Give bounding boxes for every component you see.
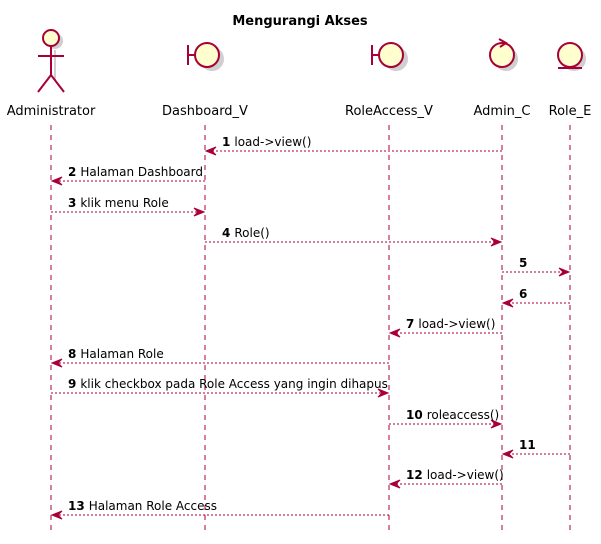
message-text: 10 roleaccess()	[406, 408, 499, 422]
message-text: 4 Role()	[222, 226, 270, 240]
participant-ent: Role_E	[549, 42, 592, 119]
messages: 1 load->view() 2 Halaman Dashboard 3 klik men…	[50, 135, 571, 520]
message-number: 4	[222, 226, 230, 240]
message-label: load->view()	[418, 317, 495, 331]
message-5: 5	[502, 256, 571, 277]
arrowhead-icon	[501, 298, 514, 308]
message-text: 9 klik checkbox pada Role Access yang ing…	[68, 377, 388, 391]
diagram-title: Mengurangi Akses	[232, 14, 368, 29]
message-number: 13	[68, 499, 85, 513]
entity-icon	[557, 42, 586, 71]
participant-name-admin: Administrator	[7, 104, 96, 119]
message-number: 12	[406, 468, 423, 482]
message-label: Halaman Dashboard	[80, 165, 203, 179]
message-text: 11	[519, 438, 536, 452]
participant-name-role: RoleAccess_V	[345, 104, 433, 119]
participants: Administrator Dashboard_V RoleAccess_V Admi…	[7, 29, 592, 119]
participant-dash: Dashboard_V	[162, 42, 248, 119]
message-number: 6	[519, 287, 527, 301]
arrowhead-icon	[501, 449, 514, 459]
message-2: 2 Halaman Dashboard	[50, 165, 205, 186]
message-12: 12 load->view()	[388, 468, 504, 489]
message-8: 8 Halaman Role	[50, 347, 389, 368]
message-number: 7	[406, 317, 414, 331]
arrowhead-icon	[490, 419, 503, 429]
arrowhead-icon	[193, 207, 206, 217]
arrowhead-icon	[50, 510, 63, 520]
message-text: 13 Halaman Role Access	[68, 499, 217, 513]
participant-name-ent: Role_E	[549, 104, 592, 119]
participant-name-ctrl: Admin_C	[473, 104, 530, 119]
message-number: 1	[222, 135, 230, 149]
boundary-icon	[187, 42, 224, 71]
arrowhead-icon	[388, 328, 401, 338]
message-number: 3	[68, 196, 76, 210]
message-label: Role()	[234, 226, 269, 240]
message-text: 8 Halaman Role	[68, 347, 164, 361]
arrowhead-icon	[377, 388, 390, 398]
message-label: Halaman Role Access	[89, 499, 217, 513]
lifelines	[50, 125, 571, 535]
message-number: 11	[519, 438, 536, 452]
arrowhead-icon	[50, 176, 63, 186]
message-text: 12 load->view()	[406, 468, 504, 482]
message-label: load->view()	[234, 135, 311, 149]
message-7: 7 load->view()	[388, 317, 502, 338]
message-label: Halaman Role	[80, 347, 163, 361]
arrowhead-icon	[558, 267, 571, 277]
message-number: 2	[68, 165, 76, 179]
message-13: 13 Halaman Role Access	[50, 499, 389, 520]
message-number: 8	[68, 347, 76, 361]
message-6: 6	[501, 287, 570, 308]
message-text: 7 load->view()	[406, 317, 495, 331]
participant-ctrl: Admin_C	[473, 38, 531, 119]
message-number: 5	[519, 256, 527, 270]
arrowhead-icon	[490, 237, 503, 247]
message-number: 10	[406, 408, 423, 422]
message-11: 11	[501, 438, 570, 459]
message-text: 5	[519, 256, 527, 270]
message-3: 3 klik menu Role	[51, 196, 206, 217]
message-text: 2 Halaman Dashboard	[68, 165, 203, 179]
message-label: klik checkbox pada Role Access yang ingi…	[80, 377, 388, 391]
message-label: klik menu Role	[80, 196, 168, 210]
message-text: 6	[519, 287, 527, 301]
control-icon	[489, 38, 518, 71]
participant-name-dash: Dashboard_V	[162, 104, 248, 119]
arrowhead-icon	[204, 146, 217, 156]
message-number: 9	[68, 377, 76, 391]
message-label: roleaccess()	[427, 408, 500, 422]
arrowhead-icon	[388, 479, 401, 489]
message-text: 3 klik menu Role	[68, 196, 169, 210]
participant-admin: Administrator	[7, 29, 96, 119]
message-9: 9 klik checkbox pada Role Access yang ing…	[51, 377, 390, 398]
boundary-icon	[371, 42, 408, 71]
message-label: load->view()	[427, 468, 504, 482]
arrowhead-icon	[50, 358, 63, 368]
participant-role: RoleAccess_V	[345, 42, 433, 119]
message-1: 1 load->view()	[204, 135, 502, 156]
message-10: 10 roleaccess()	[389, 408, 503, 429]
message-4: 4 Role()	[205, 226, 503, 247]
message-text: 1 load->view()	[222, 135, 311, 149]
actor-icon	[37, 29, 65, 93]
